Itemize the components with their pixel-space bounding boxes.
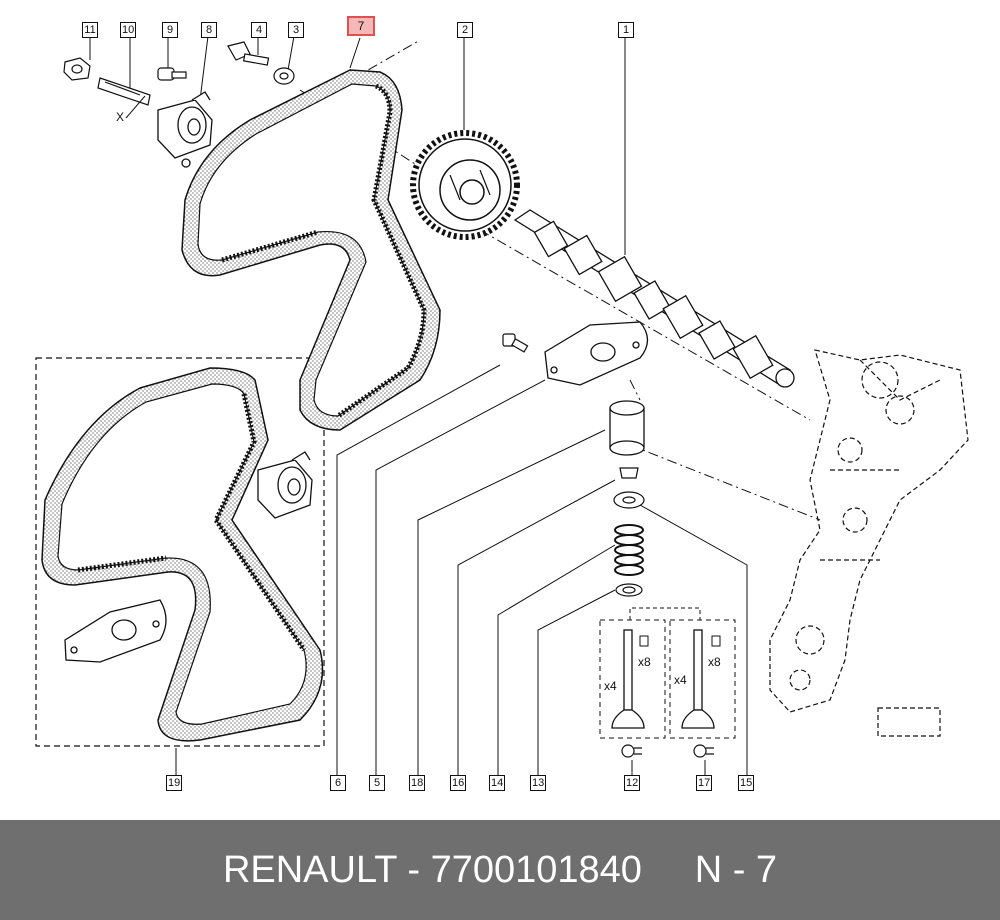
timing-belt xyxy=(181,69,441,431)
qty-valve-right: x4 xyxy=(674,673,687,687)
valve-kit-12-frame xyxy=(599,619,666,739)
callout-6: 6 xyxy=(330,775,346,791)
valve-keepers xyxy=(619,467,639,479)
bracket-bolt xyxy=(502,333,529,353)
footer-bar: RENAULT - 7700101840 N - 7 xyxy=(0,820,1000,920)
leader-lines xyxy=(89,35,748,775)
exhaust-valve xyxy=(681,629,715,729)
callout-2: 2 xyxy=(457,22,473,38)
idler-bracket xyxy=(544,321,649,386)
callout-5: 5 xyxy=(369,775,385,791)
x-mark: X xyxy=(116,110,124,124)
kit-idler-bracket xyxy=(64,599,167,663)
callout-10: 10 xyxy=(120,22,137,38)
callout-17: 17 xyxy=(696,775,713,791)
qty-keeper-left: x8 xyxy=(638,655,651,669)
callout-7: 7 xyxy=(347,16,375,36)
callout-4: 4 xyxy=(251,22,267,38)
callout-1: 1 xyxy=(618,22,634,38)
callout-15: 15 xyxy=(738,775,755,791)
valve-spring xyxy=(614,524,644,576)
spring-seat xyxy=(615,583,643,597)
parts-diagram: X xyxy=(35,35,969,775)
footer-title: RENAULT - 7700101840 N - 7 xyxy=(222,848,778,891)
bolt-9 xyxy=(157,67,187,81)
callout-14: 14 xyxy=(489,775,506,791)
intake-valve xyxy=(611,629,645,729)
callout-18: 18 xyxy=(409,775,426,791)
camshaft xyxy=(513,209,795,388)
valve-seal-icon-right xyxy=(693,744,714,758)
kit-19-frame xyxy=(35,357,325,747)
spring-retainer xyxy=(613,491,645,509)
tappet xyxy=(609,400,645,456)
qty-valve-left: x4 xyxy=(604,679,617,693)
callout-11: 11 xyxy=(82,22,98,38)
callout-9: 9 xyxy=(162,22,178,38)
kit-belt xyxy=(41,367,324,742)
callout-16: 16 xyxy=(450,775,467,791)
valve-seal-icon-left xyxy=(621,744,642,758)
camshaft-sprocket xyxy=(410,130,520,240)
qty-keeper-right: x8 xyxy=(708,655,721,669)
kit-tensioner xyxy=(257,451,313,519)
callout-13: 13 xyxy=(530,775,547,791)
keeper-icon-right xyxy=(711,635,721,647)
engine-block-outline xyxy=(769,349,969,737)
callout-19: 19 xyxy=(166,775,183,791)
washer xyxy=(273,67,295,85)
keeper-icon-left xyxy=(639,635,649,647)
tensioner-roller xyxy=(157,91,213,168)
bolt-4 xyxy=(227,41,270,66)
callout-12: 12 xyxy=(624,775,641,791)
callout-3: 3 xyxy=(288,22,304,38)
stud-bolt xyxy=(97,77,151,106)
valve-kit-17-frame xyxy=(669,619,736,739)
nut xyxy=(63,57,91,81)
callout-8: 8 xyxy=(201,22,217,38)
